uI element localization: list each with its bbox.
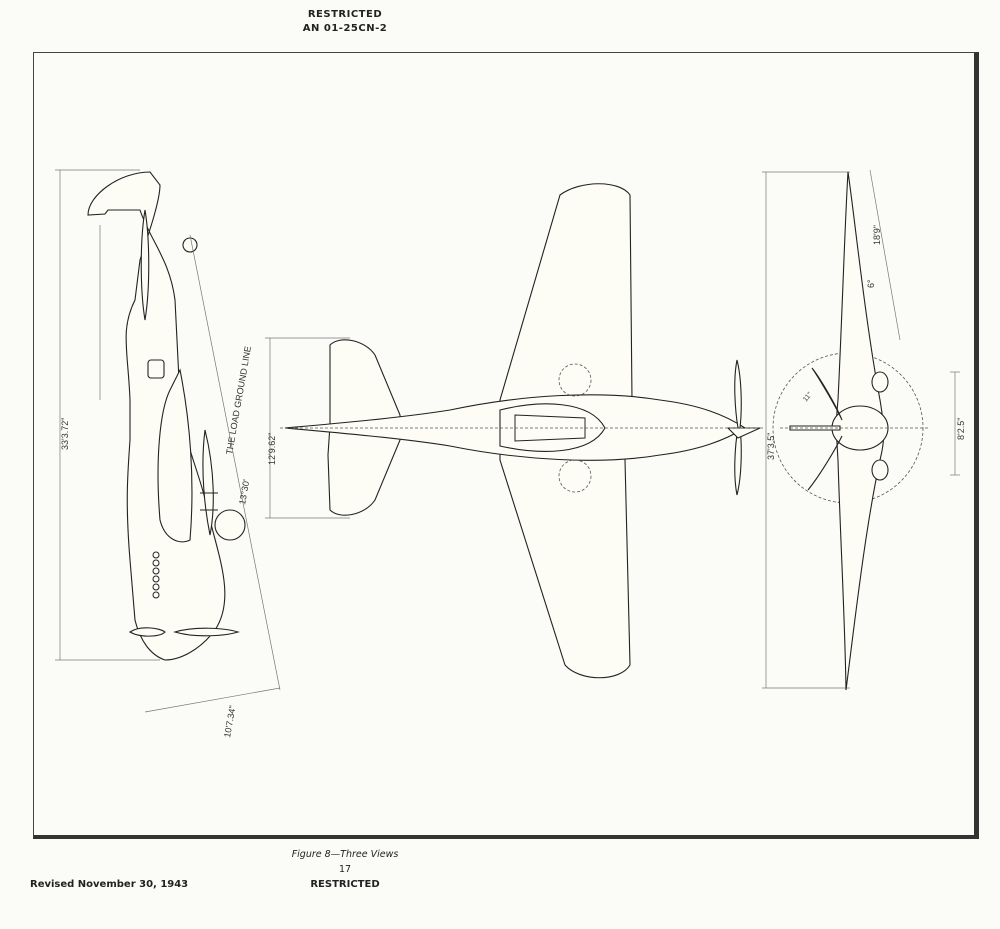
revision-date: Revised November 30, 1943 [30,879,189,890]
prop-clearance-label: 11" [802,391,814,403]
top-view: 12'9.62" [265,183,765,679]
prop-radius-label: 10'7.34" [222,705,237,739]
half-span-label: 18'9" [872,225,882,245]
ground-line-label: THE LOAD GROUND LINE [224,345,253,455]
page-number: 17 [338,864,352,875]
ground-angle-label: 13°30' [237,478,251,505]
side-view: 33'3.72" THE LOAD GROUND LINE 13°30' 10'… [55,169,281,739]
front-view: 37'3.5" 18'9" 6° 8'2.5" 11" [762,169,966,691]
document-number: AN 01-25CN-2 [302,23,388,34]
classification-header: RESTRICTED [307,9,383,20]
figure-frame [33,52,979,839]
tread-label: 8'2.5" [956,418,966,440]
dihedral-label: 6° [866,279,876,288]
wing-span-label: 37'3.5" [766,433,776,460]
classification-footer: RESTRICTED [310,879,380,890]
stabilizer-span-label: 12'9.62" [267,433,277,465]
fuselage-length-label: 33'3.72" [60,418,70,450]
figure-caption: Figure 8—Three Views [291,849,399,860]
